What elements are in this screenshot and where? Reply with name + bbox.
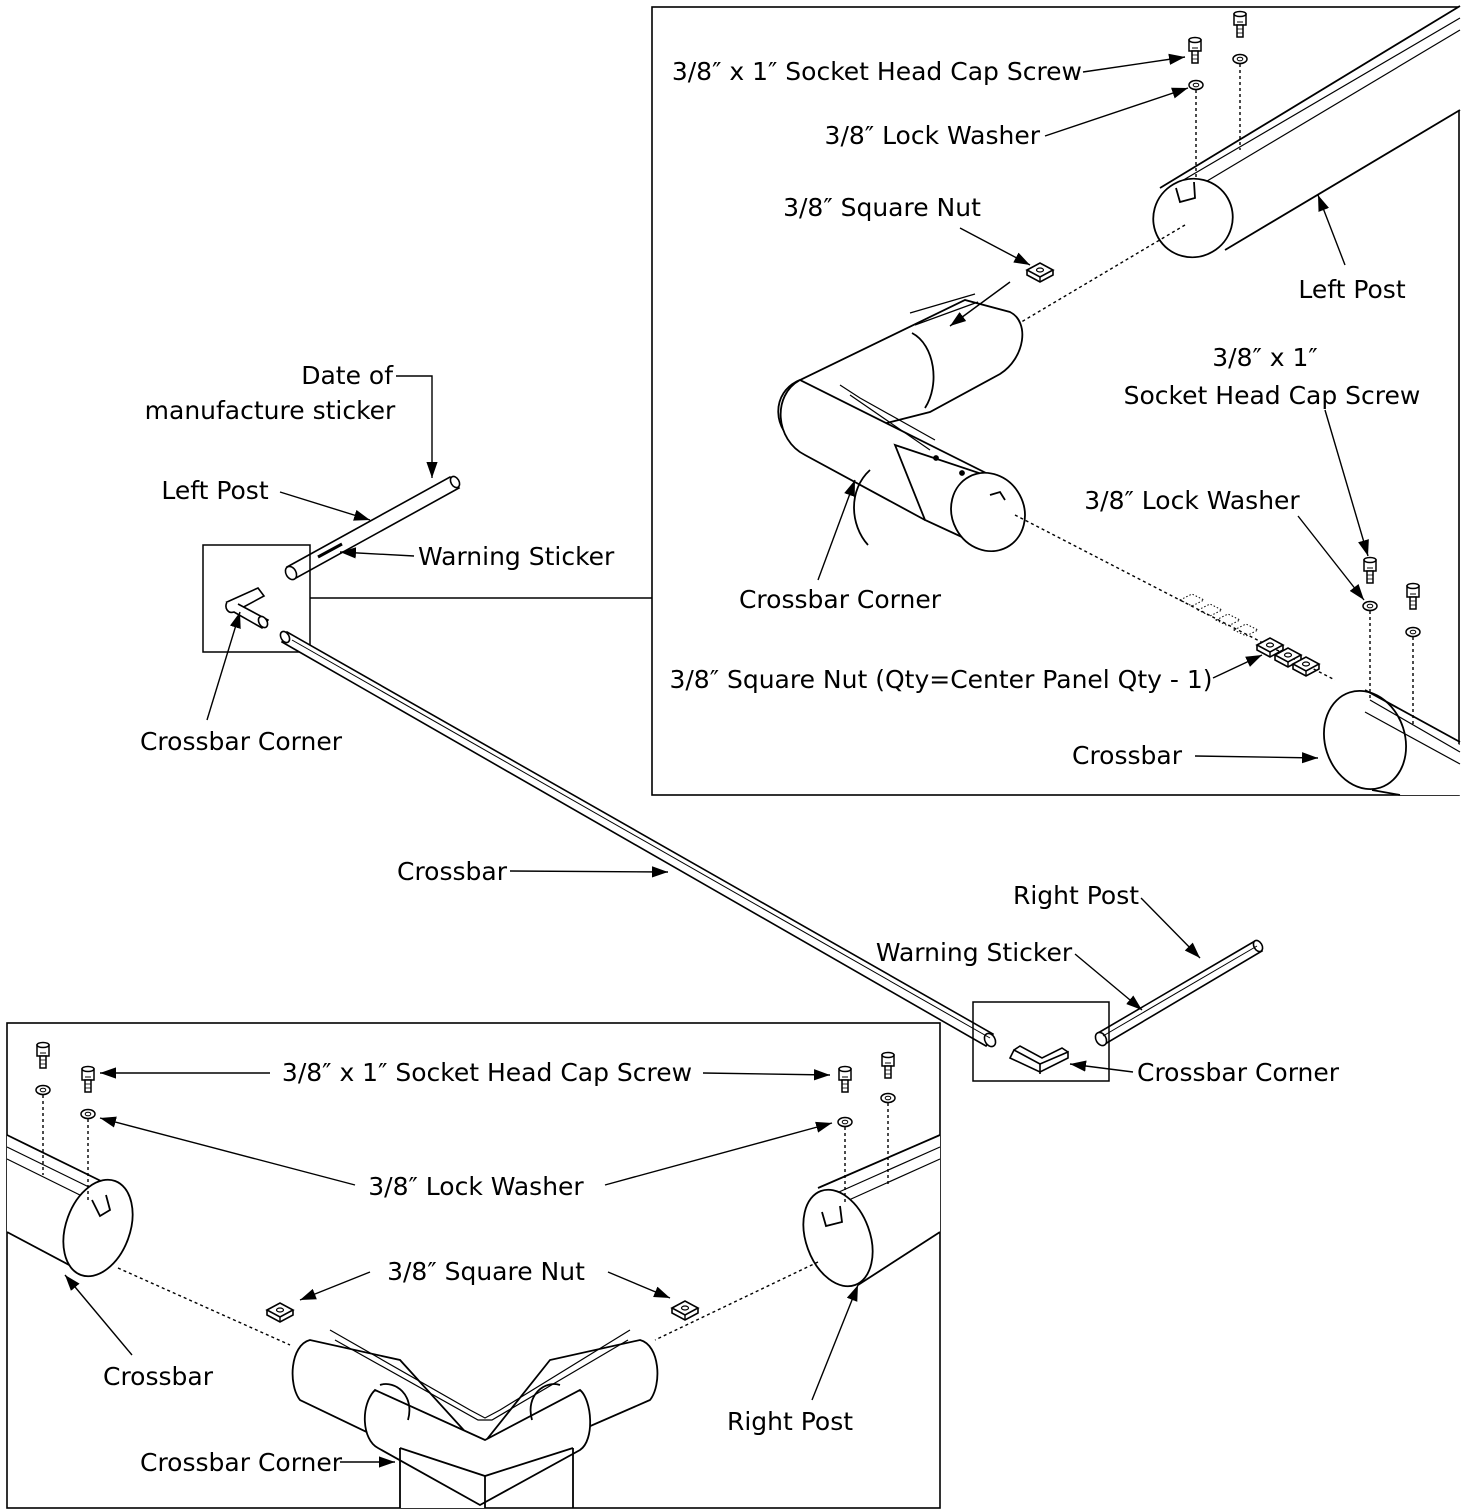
label-date-sticker-line2: manufacture sticker	[145, 396, 396, 425]
left-post-rod	[284, 475, 461, 581]
crossbar-drawing-bottom	[6, 1134, 134, 1278]
overview: Date of manufacture sticker Left Post Wa…	[140, 361, 1340, 1087]
label-square-nut-bottom: 3/8″ Square Nut	[387, 1257, 585, 1286]
detail-view-bottom: 3/8″ x 1″ Socket Head Cap Screw 3/8″ Loc…	[6, 1022, 941, 1509]
label-warning-sticker-right: Warning Sticker	[876, 938, 1073, 967]
label-cap-screw-2-line1: 3/8″ x 1″	[1212, 343, 1318, 372]
label-square-nut-1: 3/8″ Square Nut	[783, 193, 981, 222]
label-lock-washer-bottom: 3/8″ Lock Washer	[368, 1172, 584, 1201]
label-crossbar-detail: Crossbar	[1072, 741, 1183, 770]
label-crossbar-corner-right: Crossbar Corner	[1137, 1058, 1340, 1087]
crossbar-corner-drawing-bottom	[291, 1329, 659, 1508]
label-crossbar-bottom: Crossbar	[103, 1362, 214, 1391]
label-cap-screw-1: 3/8″ x 1″ Socket Head Cap Screw	[672, 57, 1082, 86]
label-crossbar-corner-detail: Crossbar Corner	[739, 585, 942, 614]
label-lock-washer-1: 3/8″ Lock Washer	[825, 121, 1041, 150]
label-cap-screw-2-line2: Socket Head Cap Screw	[1124, 381, 1421, 410]
left-post-drawing	[1152, 5, 1461, 259]
crossbar-corner-small-right	[1008, 1045, 1069, 1074]
crossbar-corner-small-left	[225, 587, 270, 630]
crossbar-drawing-top	[1323, 689, 1461, 796]
label-date-sticker-line1: Date of	[301, 361, 394, 390]
crossbar-long	[279, 630, 997, 1048]
detail-callout-box-right	[972, 1001, 1110, 1082]
label-left-post-detail: Left Post	[1298, 275, 1405, 304]
label-crossbar-corner-bottom: Crossbar Corner	[140, 1448, 343, 1477]
crossbar-corner-drawing-top	[777, 293, 1026, 553]
label-right-post: Right Post	[1013, 881, 1139, 910]
label-crossbar: Crossbar	[397, 857, 508, 886]
label-lock-washer-2: 3/8″ Lock Washer	[1084, 486, 1300, 515]
detail-frame-top	[651, 6, 1460, 796]
detail-view-top: 3/8″ x 1″ Socket Head Cap Screw 3/8″ Loc…	[651, 5, 1461, 796]
label-warning-sticker-left: Warning Sticker	[418, 542, 615, 571]
right-post-rod	[1094, 939, 1264, 1047]
label-square-nut-qty: 3/8″ Square Nut (Qty=Center Panel Qty - …	[669, 665, 1212, 694]
label-left-post: Left Post	[161, 476, 268, 505]
label-cap-screw-bottom: 3/8″ x 1″ Socket Head Cap Screw	[282, 1058, 692, 1087]
right-post-drawing-bottom	[802, 1134, 941, 1288]
label-right-post-bottom: Right Post	[727, 1407, 853, 1436]
label-crossbar-corner-left: Crossbar Corner	[140, 727, 343, 756]
